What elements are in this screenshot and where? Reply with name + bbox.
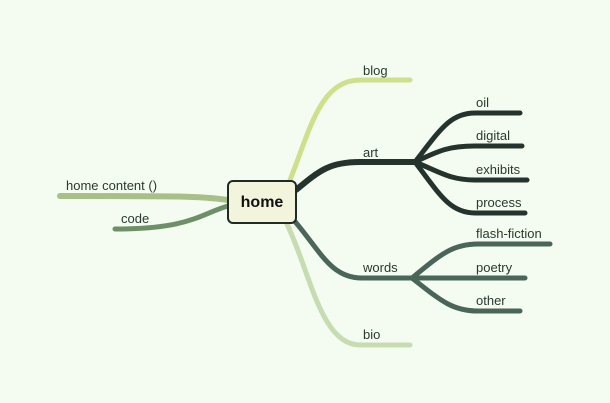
bio-link[interactable]: bio xyxy=(363,327,380,342)
blog-link[interactable]: blog xyxy=(363,63,388,78)
art-link[interactable]: art xyxy=(363,145,379,160)
exhibits-link[interactable]: exhibits xyxy=(476,162,521,177)
words-other-line xyxy=(409,275,523,314)
art-process-line xyxy=(412,159,528,216)
words-link[interactable]: words xyxy=(362,260,398,275)
poetry-link[interactable]: poetry xyxy=(476,260,513,275)
home-content-branch-line xyxy=(57,193,231,203)
process-link[interactable]: process xyxy=(476,195,522,210)
art-branch-line xyxy=(293,159,418,193)
bio-branch-line xyxy=(283,219,413,348)
code-branch-line xyxy=(112,203,231,232)
oil-link[interactable]: oil xyxy=(476,95,489,110)
flash-fiction-link[interactable]: flash-fiction xyxy=(476,226,542,241)
blog-branch-line xyxy=(287,77,413,183)
words-flash-fiction-line xyxy=(409,241,553,281)
art-oil-line xyxy=(412,110,523,165)
code-link[interactable]: code xyxy=(121,211,149,226)
other-link[interactable]: other xyxy=(476,293,506,308)
home-node-box xyxy=(227,180,297,224)
home-node-label: home xyxy=(241,194,284,211)
home-content-link[interactable]: home content () xyxy=(66,178,157,193)
digital-link[interactable]: digital xyxy=(476,128,510,143)
words-branch-line xyxy=(289,215,415,281)
art-exhibits-line xyxy=(412,159,530,183)
art-digital-line xyxy=(412,143,525,165)
home-node[interactable]: home xyxy=(227,180,297,224)
